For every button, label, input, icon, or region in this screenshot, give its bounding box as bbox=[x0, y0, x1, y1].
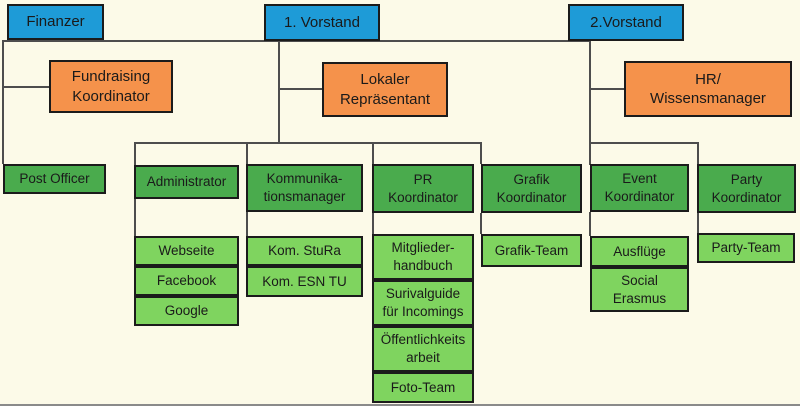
chart-bottom-edge bbox=[0, 404, 800, 406]
connector-left-rail bbox=[134, 142, 482, 144]
connector-pr-stub bbox=[372, 142, 374, 164]
connector-fundraising-branch bbox=[2, 86, 49, 88]
node-vorstand-2: 2.Vorstand bbox=[568, 4, 684, 41]
node-grafik-koordinator: Grafik Koordinator bbox=[481, 164, 582, 213]
node-mitgliederhandbuch: Mitglieder- handbuch bbox=[372, 234, 474, 280]
node-fundraising-koordinator: Fundraising Koordinator bbox=[49, 60, 173, 113]
node-grafik-team: Grafik-Team bbox=[481, 234, 582, 267]
connector-administrator-teams bbox=[134, 199, 136, 236]
connector-administrator-stub bbox=[134, 142, 136, 165]
node-kom-esn-tu: Kom. ESN TU bbox=[246, 266, 363, 297]
connector-lokaler-branch bbox=[278, 88, 322, 90]
connector-event-teams bbox=[589, 212, 591, 236]
node-kom-stura: Kom. StuRa bbox=[246, 236, 363, 266]
node-survivalguide: Surivalguide für Incomings bbox=[372, 280, 474, 326]
connector-party-stub bbox=[697, 142, 699, 164]
node-administrator: Administrator bbox=[134, 165, 239, 199]
node-hr-wissensmanager: HR/ Wissensmanager bbox=[624, 61, 792, 117]
connector-top-rail bbox=[2, 40, 590, 42]
connector-hr-branch bbox=[589, 88, 624, 90]
connector-grafik-stub bbox=[480, 142, 482, 164]
connector-finanzer-drop bbox=[2, 40, 4, 164]
connector-pr-teams bbox=[372, 213, 374, 234]
node-lokaler-repraesentant: Lokaler Repräsentant bbox=[322, 62, 448, 117]
node-facebook: Facebook bbox=[134, 266, 239, 296]
node-event-koordinator: Event Koordinator bbox=[590, 164, 689, 212]
node-kommunikationsmanager: Kommunika- tionsmanager bbox=[246, 164, 363, 212]
node-vorstand-1: 1. Vorstand bbox=[264, 4, 380, 41]
node-foto-team: Foto-Team bbox=[372, 372, 474, 403]
connector-party-teams bbox=[697, 213, 699, 233]
connector-grafik-teams bbox=[480, 213, 482, 234]
node-social-erasmus: Social Erasmus bbox=[590, 267, 689, 312]
connector-kommunikation-stub bbox=[246, 142, 248, 164]
node-webseite: Webseite bbox=[134, 236, 239, 266]
connector-kommunikation-teams bbox=[246, 212, 248, 236]
node-google: Google bbox=[134, 296, 239, 326]
node-finanzer: Finanzer bbox=[7, 4, 104, 40]
connector-right-rail bbox=[589, 142, 699, 144]
node-party-team: Party-Team bbox=[697, 233, 795, 263]
connector-vorstand1-drop bbox=[278, 41, 280, 144]
node-oeffentlichkeitsarbeit: Öffentlichkeits arbeit bbox=[372, 326, 474, 372]
node-party-koordinator: Party Koordinator bbox=[697, 164, 796, 213]
connector-vorstand2-drop bbox=[589, 41, 591, 165]
node-post-officer: Post Officer bbox=[3, 164, 106, 194]
node-pr-koordinator: PR Koordinator bbox=[372, 164, 474, 213]
node-ausfluege: Ausflüge bbox=[590, 236, 689, 267]
